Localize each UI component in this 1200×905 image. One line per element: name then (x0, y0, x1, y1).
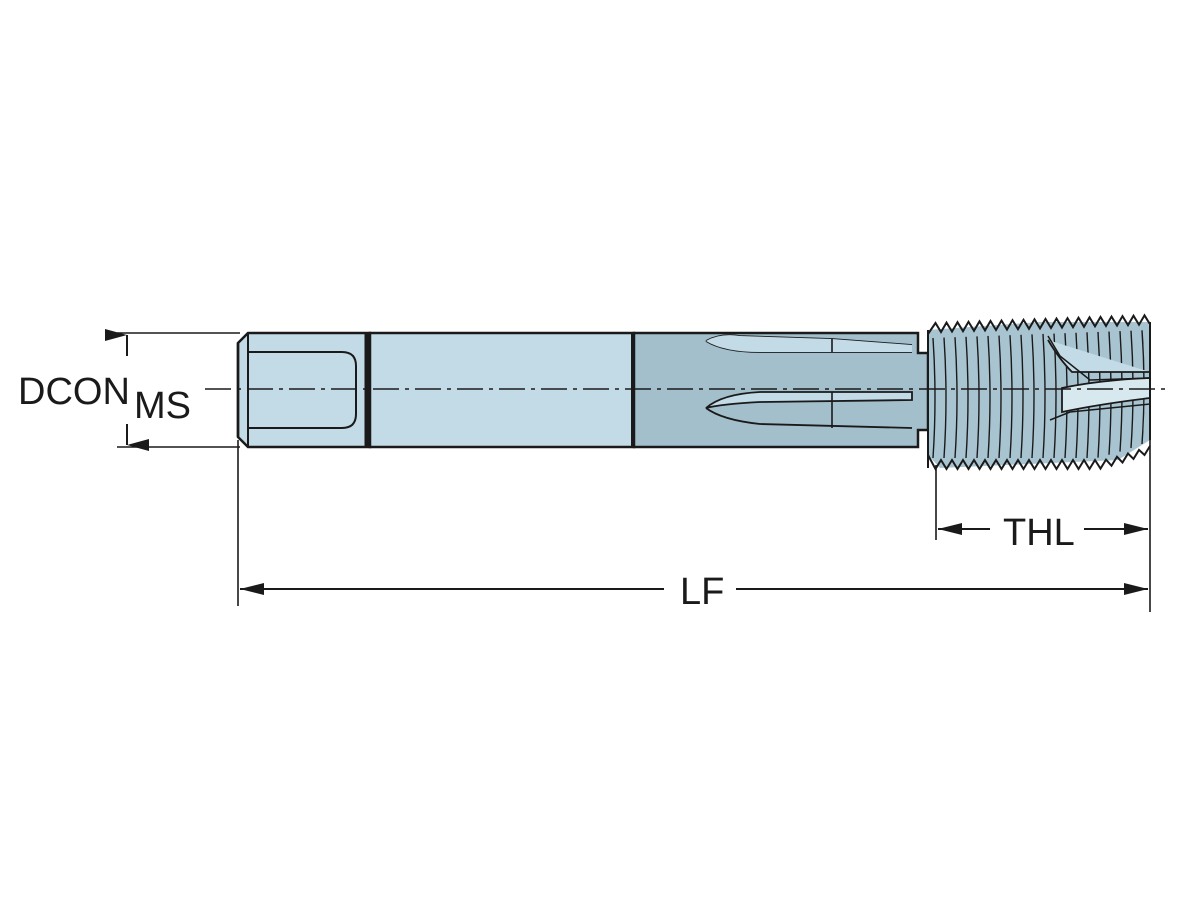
flute-section (632, 331, 930, 449)
lf-dimension (237, 440, 1148, 606)
thread-crest (1042, 333, 1046, 459)
dcon-dimension (105, 329, 240, 451)
thread-crest (976, 336, 980, 459)
thl-label: THL (1003, 512, 1075, 554)
ms-label: MS (134, 385, 191, 427)
thread-crest (965, 336, 969, 459)
lf-label: LF (680, 571, 724, 613)
dcon-label: DCON (18, 371, 130, 413)
thread-crest (1031, 334, 1035, 459)
thl-dimension (935, 440, 1151, 612)
thread-crest (943, 337, 947, 459)
thread-crest (987, 335, 991, 459)
thread-crest (954, 337, 958, 459)
thread-crest (932, 337, 936, 459)
threaded-section (927, 313, 1151, 472)
thread-crest (1009, 335, 1013, 459)
thread-crest (1020, 334, 1024, 459)
thread-crest (998, 335, 1002, 459)
square-drive (236, 331, 372, 449)
shank (364, 331, 636, 449)
